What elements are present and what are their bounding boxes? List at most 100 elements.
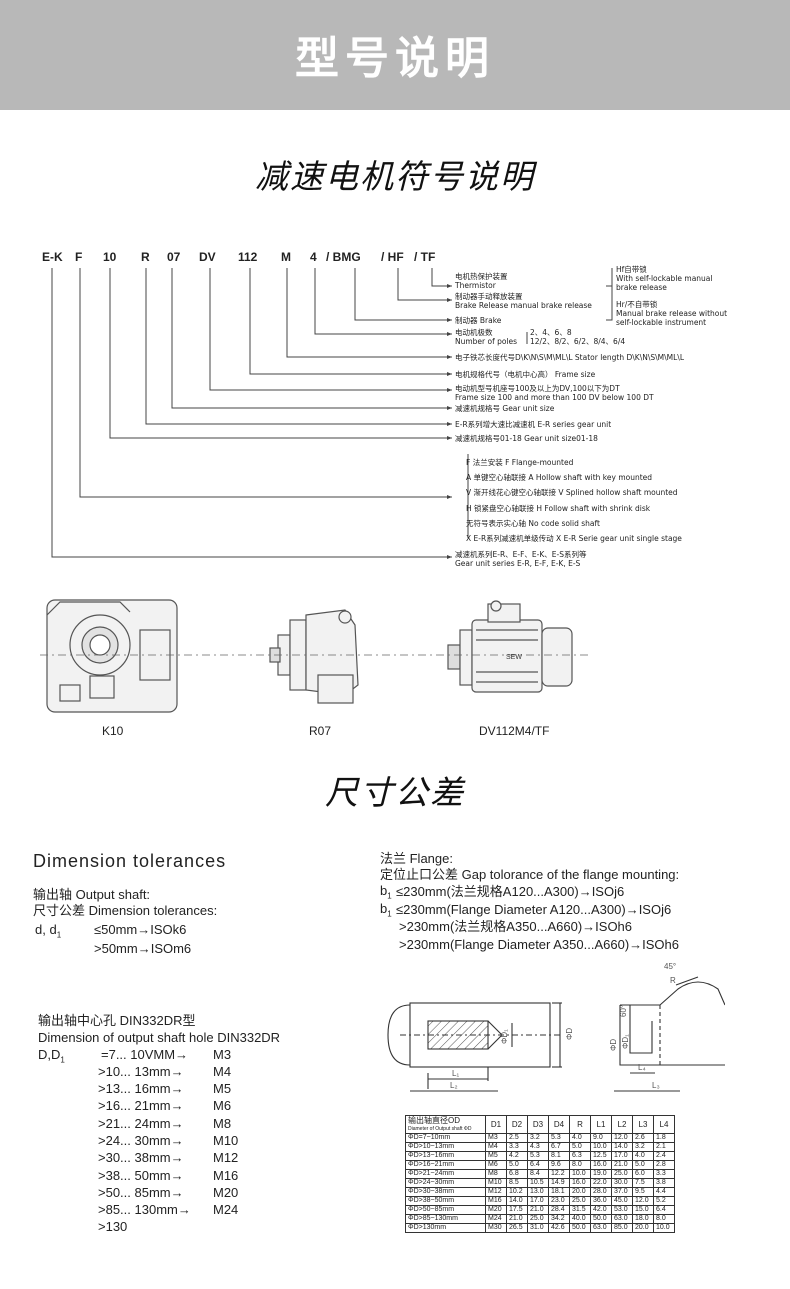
hole-row-range: >21... 24mm→ xyxy=(98,1116,184,1131)
table-cell: 2.5 xyxy=(506,1133,528,1143)
table-header-cell: L1 xyxy=(590,1115,612,1134)
table-cell: 25.0 xyxy=(527,1214,549,1224)
desc-gear-size: 减速机规格号 Gear unit size xyxy=(455,404,555,413)
table-cell: 8.0 xyxy=(653,1214,675,1224)
label-45: 45° xyxy=(664,962,676,971)
table-cell: 30.0 xyxy=(611,1178,633,1188)
table-cell: 63.0 xyxy=(590,1223,612,1233)
drawing-label-k10: K10 xyxy=(102,724,124,738)
table-cell: M4 xyxy=(485,1142,507,1152)
code-gear-size: 10 xyxy=(103,250,117,264)
table-cell: 53.0 xyxy=(611,1205,633,1215)
section-title-tolerances: 尺寸公差 xyxy=(325,773,465,812)
drawing-label-dv112: DV112M4/TF xyxy=(479,724,550,738)
hole-row-thread: M3 xyxy=(213,1047,232,1062)
desc-er-series: E-R系列增大速比减速机 E-R series gear unit xyxy=(455,420,612,429)
table-cell: 85.0 xyxy=(611,1223,633,1233)
desc-brake: 制动器 Brake xyxy=(455,316,502,325)
table-header-cell: 输出轴直径OD Diameter of Output shaft ΦD xyxy=(405,1115,486,1134)
table-cell: 12.5 xyxy=(590,1151,612,1161)
hole-row-range: >85... 130mm→ xyxy=(98,1202,191,1217)
table-cell: 17.0 xyxy=(527,1196,549,1206)
header-banner: 型号说明 xyxy=(0,0,790,110)
label-l3: L₃ xyxy=(652,1081,660,1090)
table-cell: 6.4 xyxy=(527,1160,549,1170)
table-cell: 36.0 xyxy=(590,1196,612,1206)
table-cell: 10.5 xyxy=(527,1178,549,1188)
table-cell: 2.4 xyxy=(653,1151,675,1161)
table-header-cell: D2 xyxy=(506,1115,528,1134)
table-cell: 17.5 xyxy=(506,1205,528,1215)
motor-badge: SEW xyxy=(506,654,522,661)
table-cell: ΦD=7~10mm xyxy=(405,1133,486,1143)
table-cell: 21.0 xyxy=(506,1214,528,1224)
code-frame-size: 112 xyxy=(238,250,258,264)
section-title-symbols: 减速电机符号说明 xyxy=(255,157,535,196)
table-cell: ΦD>38~50mm xyxy=(405,1196,486,1206)
table-cell: M12 xyxy=(485,1187,507,1197)
table-cell: M24 xyxy=(485,1214,507,1224)
table-header-cell: L4 xyxy=(653,1115,675,1134)
hole-row-thread: M20 xyxy=(213,1185,239,1200)
table-cell: 5.0 xyxy=(569,1142,591,1152)
table-cell: M3 xyxy=(485,1133,507,1143)
table-cell: ΦD>85~130mm xyxy=(405,1214,486,1224)
table-cell: 2.8 xyxy=(653,1160,675,1170)
label-phi-d: ΦD xyxy=(565,1028,574,1040)
table-cell: M6 xyxy=(485,1160,507,1170)
page-title: 型号说明 xyxy=(295,33,495,84)
table-cell: M16 xyxy=(485,1196,507,1206)
center-hole-dimension-table: 输出轴直径OD Diameter of Output shaft ΦD D1 D… xyxy=(405,1115,675,1233)
table-cell: 10.0 xyxy=(569,1169,591,1179)
table-cell: 6.3 xyxy=(569,1151,591,1161)
table-cell: 5.0 xyxy=(632,1160,654,1170)
table-cell: 9.5 xyxy=(632,1187,654,1197)
shaft-d-label: d, d1 xyxy=(35,922,62,940)
table-cell: M10 xyxy=(485,1178,507,1188)
table-cell: 4.4 xyxy=(653,1187,675,1197)
table-cell: 26.5 xyxy=(506,1223,528,1233)
table-cell: 3.3 xyxy=(506,1142,528,1152)
table-cell: 34.2 xyxy=(548,1214,570,1224)
label-phi-d-right: ΦD xyxy=(609,1039,618,1051)
table-cell: 10.2 xyxy=(506,1187,528,1197)
table-cell: 15.0 xyxy=(632,1205,654,1215)
table-cell: 2.1 xyxy=(653,1142,675,1152)
table-cell: 42.6 xyxy=(548,1223,570,1233)
table-cell: 17.0 xyxy=(611,1151,633,1161)
table-cell: 40.0 xyxy=(569,1214,591,1224)
table-cell: ΦD>13~16mm xyxy=(405,1151,486,1161)
flange-gap-tolerance: 定位止口公差 Gap tolorance of the flange mount… xyxy=(380,867,680,882)
shaft-hole-en: Dimension of output shaft hole DIN332DR xyxy=(38,1030,281,1045)
table-cell: 12.0 xyxy=(611,1133,633,1143)
code-mounting: F xyxy=(75,250,83,264)
table-cell: 5.3 xyxy=(527,1151,549,1161)
table-cell: 5.3 xyxy=(548,1133,570,1143)
table-cell: 50.0 xyxy=(569,1223,591,1233)
table-cell: 8.4 xyxy=(527,1169,549,1179)
hole-row-range: >16... 21mm→ xyxy=(98,1098,184,1113)
table-cell: 6.0 xyxy=(632,1169,654,1179)
desc-frame-size: 电机规格代号（电机中心高） Frame size xyxy=(455,370,596,379)
table-cell: 3.2 xyxy=(527,1133,549,1143)
table-cell: 31.5 xyxy=(569,1205,591,1215)
code-er-series: R xyxy=(141,250,150,264)
table-cell: 4.0 xyxy=(632,1151,654,1161)
mounting-option: V 渐开线花心键空心轴联接 V Splined hollow shaft mou… xyxy=(466,488,678,498)
table-cell: 22.0 xyxy=(590,1178,612,1188)
code-gear-size-2: 07 xyxy=(167,250,181,264)
desc-stator-length: 电子铁芯长度代号D\K\N\S\M\ML\L Stator length D\K… xyxy=(455,353,685,362)
table-cell: 19.0 xyxy=(590,1169,612,1179)
table-cell: 45.0 xyxy=(611,1196,633,1206)
table-cell: 20.0 xyxy=(632,1223,654,1233)
table-cell: M8 xyxy=(485,1169,507,1179)
code-motor-type: DV xyxy=(199,250,216,264)
table-cell: 6.4 xyxy=(653,1205,675,1215)
